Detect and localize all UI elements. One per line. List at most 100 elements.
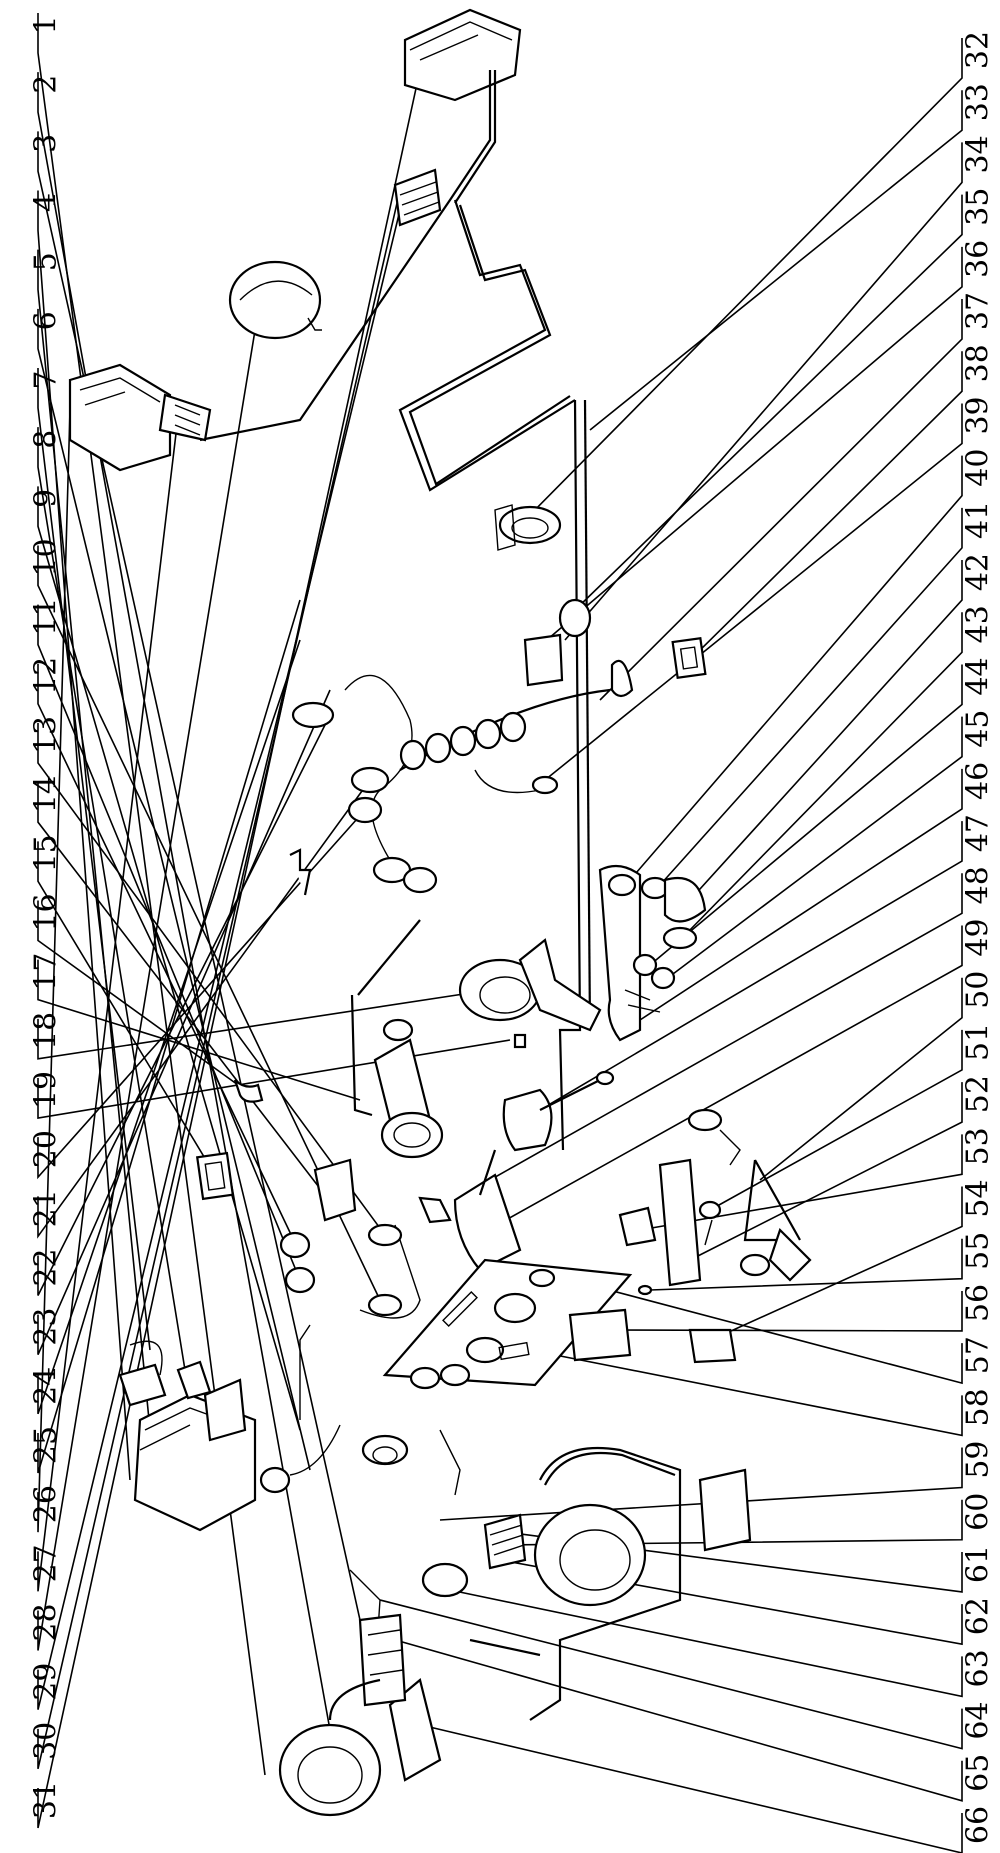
leader-19 — [37, 1039, 511, 1119]
label-17: 17 — [29, 953, 64, 991]
label-64: 64 — [961, 1701, 996, 1739]
leader-55 — [649, 1238, 963, 1291]
part-block-13 — [313, 1158, 357, 1222]
label-14: 14 — [29, 775, 64, 813]
leader-54 — [699, 1186, 963, 1346]
label-54: 54 — [961, 1179, 996, 1217]
part-frame-37 — [671, 636, 707, 680]
leader-43 — [684, 612, 963, 936]
leader-31 — [37, 69, 421, 1829]
label-45: 45 — [961, 710, 996, 748]
part-plate-14 — [195, 1151, 235, 1201]
label-63: 63 — [961, 1649, 996, 1687]
part-cluster-41-46 — [598, 864, 707, 1042]
label-36: 36 — [961, 240, 996, 278]
leader-47 — [539, 821, 963, 1111]
leader-1 — [37, 13, 266, 1776]
leader-33 — [589, 90, 963, 431]
leader-46 — [639, 768, 963, 1021]
parts — [68, 8, 812, 1817]
leader-14 — [37, 782, 326, 1196]
leader-53 — [639, 1134, 963, 1231]
label-44: 44 — [961, 657, 996, 695]
part-clip-36 — [610, 659, 634, 698]
label-40: 40 — [961, 449, 996, 487]
label-19: 19 — [29, 1071, 64, 1109]
label-66: 66 — [961, 1806, 996, 1844]
leader-8 — [37, 427, 186, 1371]
label-62: 62 — [961, 1597, 996, 1635]
leader-20 — [37, 809, 366, 1180]
part-block-4-8 — [118, 1340, 257, 1532]
cable-zigzag — [398, 199, 576, 492]
leader-36 — [534, 246, 963, 651]
label-37: 37 — [961, 292, 996, 330]
label-31: 31 — [29, 1781, 64, 1819]
label-1: 1 — [29, 15, 64, 34]
leader-56 — [599, 1290, 963, 1332]
leader-4 — [37, 190, 131, 1481]
part-cable-59-65 — [349, 1429, 752, 1721]
label-2: 2 — [29, 75, 64, 94]
label-50: 50 — [961, 971, 996, 1009]
label-20: 20 — [29, 1130, 64, 1168]
leader-44 — [649, 664, 963, 966]
part-lamps-50-51 — [687, 1108, 812, 1282]
leader-9 — [37, 486, 301, 1431]
label-32: 32 — [961, 31, 996, 69]
leader-58 — [529, 1349, 963, 1437]
label-49: 49 — [961, 918, 996, 956]
leader-40 — [629, 455, 963, 881]
part-reel-32 — [494, 504, 562, 551]
leader-34 — [564, 142, 963, 641]
leader-64 — [379, 1599, 963, 1750]
rod-long — [558, 399, 582, 1151]
label-55: 55 — [961, 1232, 996, 1270]
leader-25 — [37, 599, 301, 1474]
label-58: 58 — [961, 1388, 996, 1426]
label-43: 43 — [961, 605, 996, 643]
label-61: 61 — [961, 1545, 996, 1583]
label-41: 41 — [961, 501, 996, 539]
label-51: 51 — [961, 1023, 996, 1061]
part-10-12 — [279, 1223, 421, 1420]
label-18: 18 — [29, 1012, 64, 1050]
part-socket-6 — [259, 1424, 409, 1494]
label-30: 30 — [29, 1722, 64, 1760]
right-label-column: 3233343536373839404142434445464748495051… — [961, 31, 996, 1844]
leader-22 — [37, 714, 331, 1296]
leader-5 — [37, 249, 151, 1431]
label-23: 23 — [29, 1308, 64, 1346]
leader-lines — [37, 13, 963, 1853]
leader-42 — [689, 560, 963, 901]
leader-37 — [599, 299, 963, 701]
label-46: 46 — [961, 762, 996, 800]
label-59: 59 — [961, 1440, 996, 1478]
label-16: 16 — [29, 893, 64, 931]
leader-57 — [589, 1284, 963, 1385]
leader-50 — [759, 977, 963, 1181]
part-box-55 — [688, 1328, 737, 1364]
part-54 — [637, 1284, 653, 1296]
leader-11 — [37, 604, 301, 1281]
leader-18 — [37, 989, 491, 1060]
leader-51 — [709, 1029, 963, 1211]
part-box-26 — [68, 363, 212, 472]
leader-52 — [689, 1082, 963, 1261]
label-48: 48 — [961, 866, 996, 904]
left-label-column: 1234567891011121314151617181920212223242… — [29, 15, 64, 1819]
label-28: 28 — [29, 1603, 64, 1641]
leader-63 — [449, 1589, 963, 1698]
part-47-49 — [418, 1070, 615, 1272]
leader-10 — [37, 545, 381, 1301]
leader-24 — [37, 639, 301, 1415]
part-box-33 — [523, 598, 592, 687]
part-box-57 — [568, 1308, 632, 1362]
leader-7 — [37, 368, 151, 1351]
leader-23 — [37, 689, 331, 1355]
leader-62 — [499, 1559, 963, 1646]
label-42: 42 — [961, 553, 996, 591]
part-dome-28 — [228, 260, 322, 340]
label-39: 39 — [961, 396, 996, 434]
part-reel-1-3 — [278, 1613, 541, 1817]
